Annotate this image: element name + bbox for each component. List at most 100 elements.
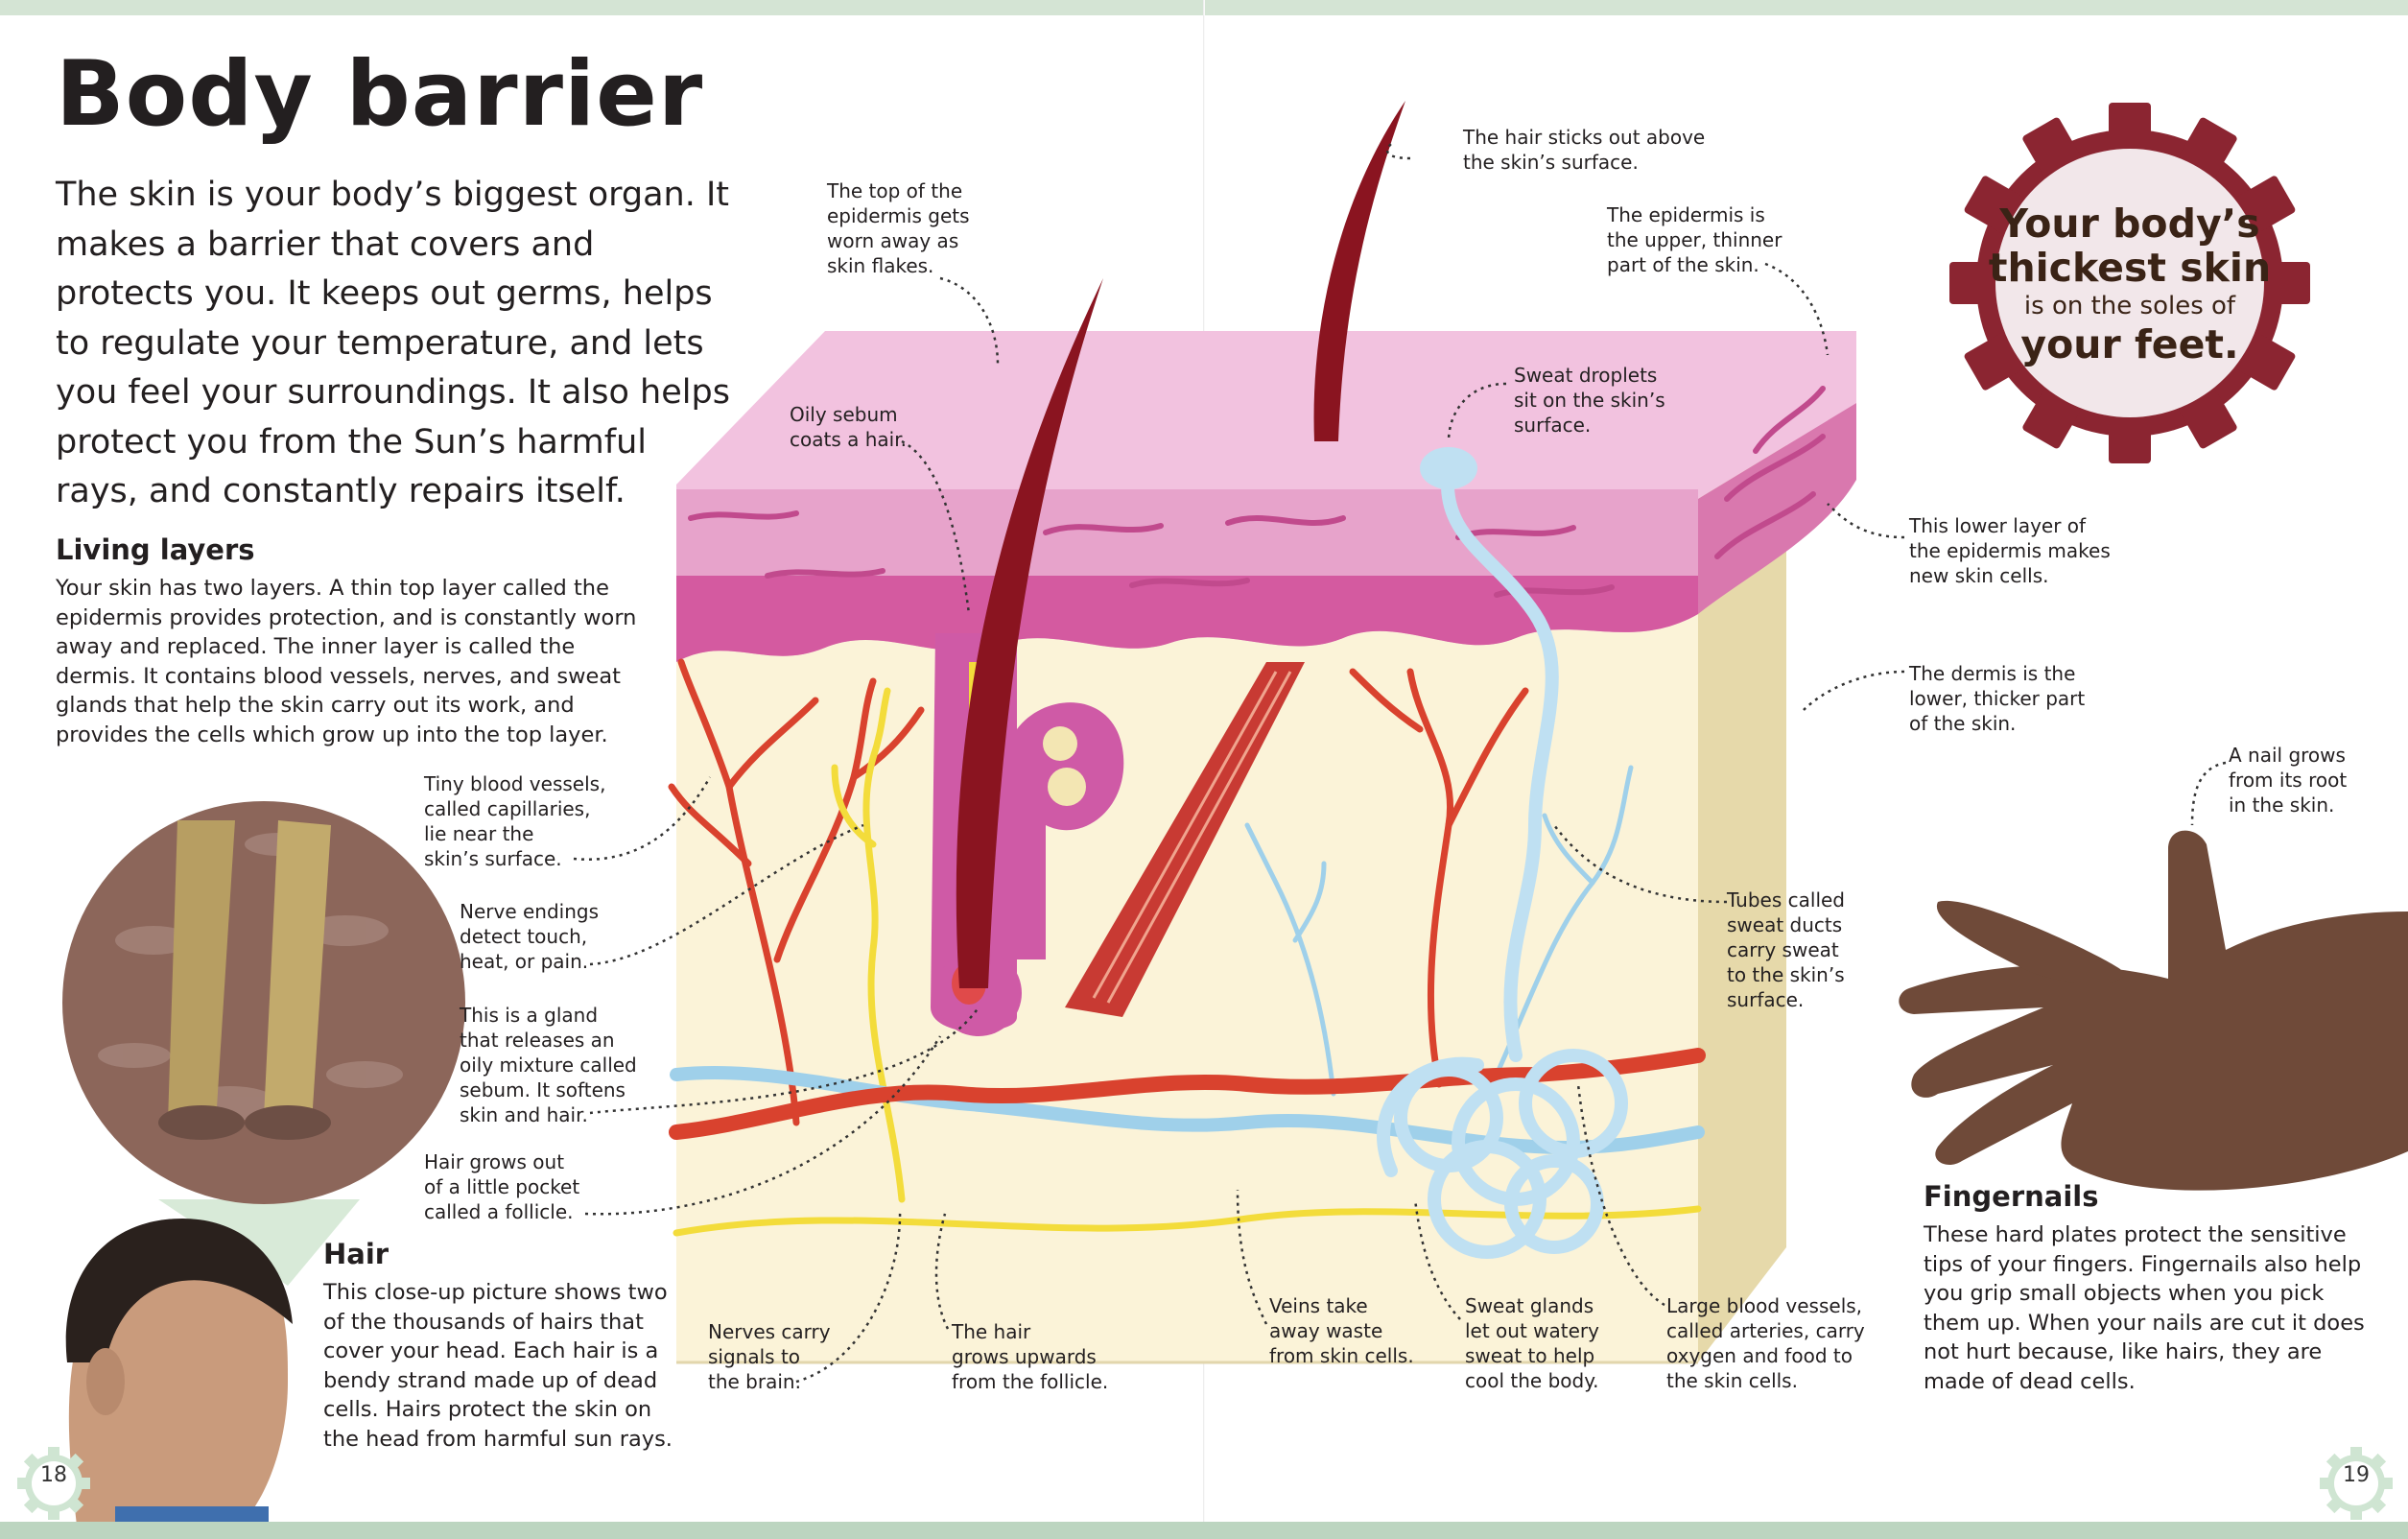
page-number-left: 18 (40, 1463, 67, 1487)
label-line: oily mixture called (460, 1054, 637, 1077)
fingernails-text: These hard plates protect the sensitive … (1924, 1222, 2365, 1394)
label-line: This lower layer of (1909, 514, 2087, 537)
label-line: The dermis is the (1909, 662, 2076, 685)
hand-photo (1899, 830, 2408, 1191)
label-line: lie near the (424, 822, 534, 845)
label-line: Oily sebum (790, 403, 898, 426)
label-line: from the follicle. (952, 1370, 1109, 1393)
label-line: the skin’s surface. (1463, 151, 1639, 174)
page-number-right: 19 (2343, 1463, 2370, 1487)
label-line: surface. (1727, 988, 1805, 1011)
label-line: skin flakes. (827, 254, 934, 277)
label-line: Nerve endings (460, 900, 600, 923)
page-number-gear-left (17, 1447, 90, 1520)
label-line: called arteries, carry (1666, 1319, 1865, 1342)
label-line: called capillaries, (424, 797, 591, 820)
label-line: sweat to help (1465, 1344, 1595, 1367)
page-bottom-border (0, 1522, 2408, 1539)
label-line: epidermis gets (827, 204, 970, 227)
label-line: oxygen and food to (1666, 1344, 1853, 1367)
label-line: carry sweat (1727, 938, 1839, 961)
label-line: grows upwards (952, 1345, 1097, 1368)
label-line: part of the skin. (1607, 253, 1759, 276)
thickest-skin-badge: Your body’s thickest skin is on the sole… (1952, 201, 2307, 367)
epidermis-layer (676, 331, 1856, 662)
label-line: to the skin’s (1727, 963, 1845, 986)
page-number-gear-right (2320, 1447, 2393, 1520)
label-line: in the skin. (2229, 793, 2335, 817)
arteries (669, 1048, 1706, 1140)
label-line: the upper, thinner (1607, 228, 1782, 251)
label-line: Large blood vessels, (1666, 1294, 1863, 1317)
label-line: worn away as (827, 229, 959, 252)
label-capillaries: Tiny blood vessels,called capillaries,li… (424, 771, 605, 871)
label-line: skin’s surface. (424, 847, 562, 870)
label-line: new skin cells. (1909, 564, 2049, 587)
label-line: from skin cells. (1269, 1344, 1414, 1367)
label-line: The epidermis is (1607, 203, 1765, 226)
label-line: The hair sticks out above (1463, 126, 1706, 149)
page-title: Body barrier (56, 42, 704, 147)
intro-paragraph: The skin is your body’s biggest organ. I… (56, 176, 730, 510)
label-line: sit on the skin’s (1514, 389, 1665, 412)
label-leader-lines (573, 143, 2227, 1384)
badge-line-1: Your body’s (1999, 201, 2260, 247)
label-line: Sweat droplets (1514, 364, 1658, 387)
label-line: of a little pocket (424, 1175, 580, 1198)
label-line: The hair (952, 1320, 1031, 1343)
label-line: from its root (2229, 769, 2348, 792)
label-line: sweat ducts (1727, 913, 1843, 936)
hair-heading: Hair (323, 1238, 390, 1270)
label-line: This is a gland (460, 1004, 599, 1027)
boy-photo (65, 1219, 293, 1526)
label-line: cool the body. (1465, 1369, 1599, 1392)
label-line: coats a hair. (790, 428, 907, 451)
hair-shafts (956, 101, 1405, 988)
label-line: away waste (1269, 1319, 1383, 1342)
arrector-pili-muscle (1065, 662, 1305, 1017)
label-line: let out watery (1465, 1319, 1599, 1342)
label-arteries: Large blood vessels,called arteries, car… (1666, 1293, 1865, 1393)
label-line: lower, thicker part (1909, 687, 2086, 710)
label-line: Tiny blood vessels, (424, 772, 606, 795)
label-line: surface. (1514, 414, 1592, 437)
label-line: Tubes called (1727, 888, 1845, 912)
label-line: the brain. (708, 1370, 801, 1393)
label-line: signals to (708, 1345, 801, 1368)
label-line: Sweat glands (1465, 1294, 1594, 1317)
label-line: A nail grows (2229, 744, 2346, 767)
living-layers-heading: Living layers (56, 533, 255, 566)
hair-closeup-photo (62, 801, 465, 1286)
sweat-gland (1377, 463, 1628, 1259)
capillaries (668, 658, 1529, 1126)
hair-text: This close-up picture shows two of the t… (323, 1280, 673, 1452)
label-line: that releases an (460, 1029, 615, 1052)
fingernails-heading: Fingernails (1924, 1180, 2099, 1213)
sweat-droplet (1420, 447, 1477, 489)
label-line: sebum. It softens (460, 1078, 626, 1101)
label-line: heat, or pain. (460, 950, 589, 973)
label-line: skin and hair. (460, 1103, 588, 1126)
label-line: Hair grows out (424, 1150, 565, 1173)
label-line: The top of the (827, 179, 963, 202)
label-line: of the skin. (1909, 712, 2017, 735)
thickest-skin-badge-gear (1949, 103, 2310, 463)
label-line: the skin cells. (1666, 1369, 1798, 1392)
badge-line-4: your feet. (2020, 321, 2239, 367)
